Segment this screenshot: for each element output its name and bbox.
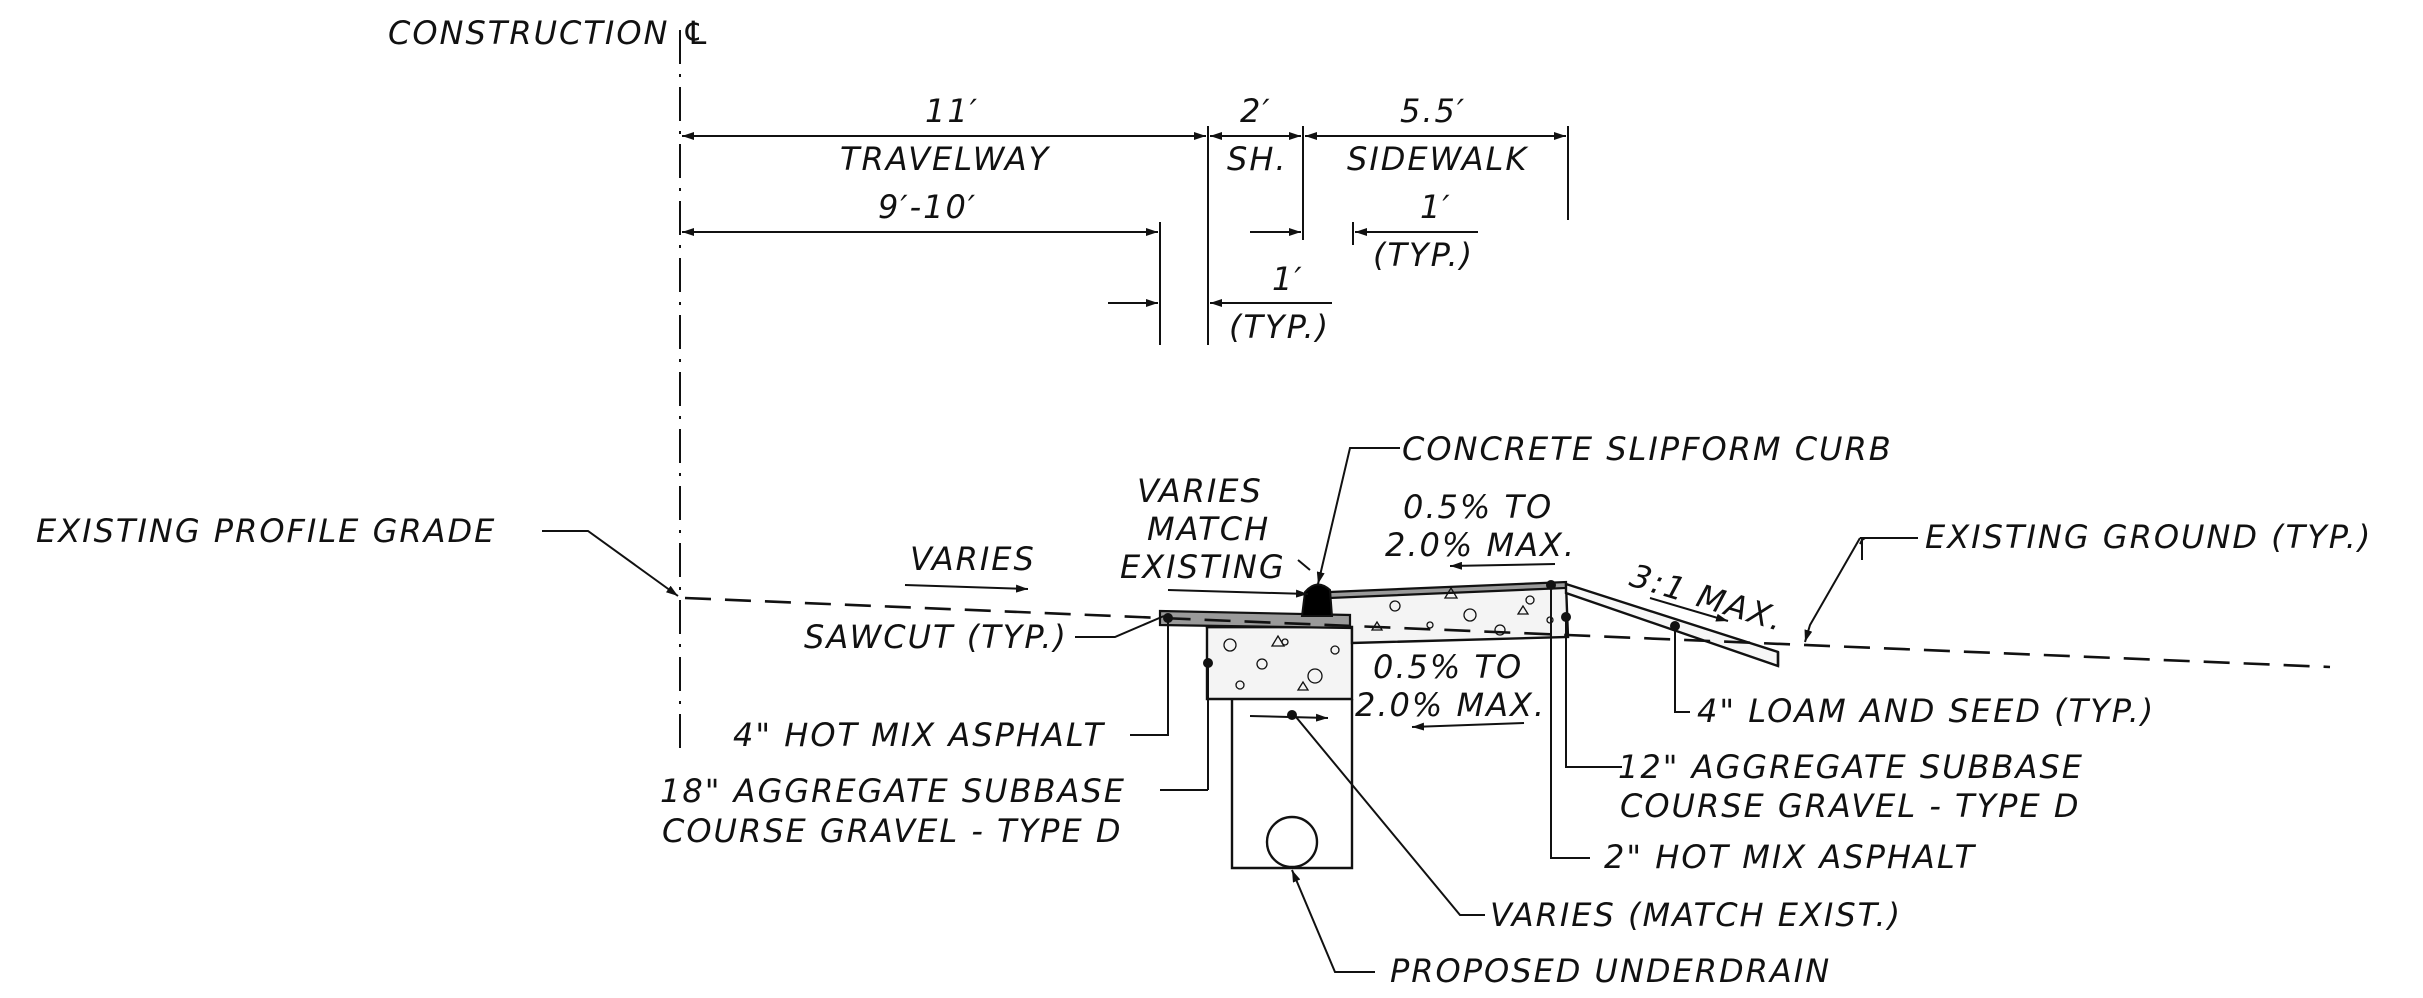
shoulder-offset-typ-label: (TYP.): [1229, 308, 1330, 346]
shoulder-dim-label: 2′: [1240, 92, 1272, 130]
existing-profile-grade-label: EXISTING PROFILE GRADE: [36, 512, 496, 550]
construction-centerline: CONSTRUCTION ℄: [388, 14, 712, 755]
aggregate-texture: [1223, 586, 1554, 691]
slope-arrows: [904, 561, 1729, 731]
sidewalk-label: SIDEWALK: [1347, 140, 1529, 178]
top-dimensions: 11′ TRAVELWAY 2′ SH. 5.5′ SIDEWALK 9′-10…: [682, 92, 1569, 346]
shoulder-label: SH.: [1227, 140, 1288, 178]
walk-slope-label-2: 2.0% MAX.: [1385, 526, 1576, 564]
varies-match-label-1: VARIES: [1137, 472, 1263, 510]
callout-labels: EXISTING PROFILE GRADE VARIES VARIES MAT…: [36, 430, 2372, 990]
sawcut-label: SAWCUT (TYP.): [804, 618, 1068, 656]
agg-18in-label-2: COURSE GRAVEL - TYPE D: [662, 812, 1122, 850]
varies-match-label-2: MATCH: [1147, 510, 1270, 548]
side-slope-label: 3:1 MAX.: [1626, 556, 1789, 639]
existing-grade-line: [684, 596, 2331, 669]
loam-seed-label: 4" LOAM AND SEED (TYP.): [1697, 692, 2155, 730]
agg-12in-label-2: COURSE GRAVEL - TYPE D: [1620, 787, 2080, 825]
hma-2in-label: 2" HOT MIX ASPHALT: [1604, 838, 1976, 876]
under-slope-label-2: 2.0% MAX.: [1355, 686, 1546, 724]
hma-4in-label: 4" HOT MIX ASPHALT: [733, 716, 1105, 754]
construction-cl-label: CONSTRUCTION ℄: [388, 14, 712, 52]
varies-label: VARIES: [910, 540, 1036, 578]
walk-slope-label-1: 0.5% TO: [1403, 488, 1553, 526]
concrete-curb: [1300, 583, 1334, 617]
concrete-curb-label: CONCRETE SLIPFORM CURB: [1402, 430, 1893, 468]
agg-12in-label-1: 12" AGGREGATE SUBBASE: [1618, 748, 2084, 786]
underdrain-label: PROPOSED UNDERDRAIN: [1390, 952, 1831, 990]
walk-offset-dim-label: 1′: [1420, 188, 1452, 226]
existing-ground-label: EXISTING GROUND (TYP.): [1925, 518, 2372, 556]
sidewalk-dim-label: 5.5′: [1400, 92, 1466, 130]
under-slope-label-1: 0.5% TO: [1373, 648, 1523, 686]
underdrain-pipe: [1265, 815, 1319, 869]
varies-match-label-3: EXISTING: [1120, 548, 1286, 586]
walk-offset-typ-label: (TYP.): [1373, 236, 1474, 274]
lane-dim-label: 9′-10′: [878, 188, 977, 226]
travelway-dim-label: 11′: [925, 92, 979, 130]
agg-18in-label-1: 18" AGGREGATE SUBBASE: [660, 772, 1126, 810]
shoulder-offset-dim-label: 1′: [1272, 260, 1304, 298]
callout-leaders: [542, 447, 1918, 973]
varies-match-exist-label: VARIES (MATCH EXIST.): [1490, 896, 1902, 934]
travelway-label: TRAVELWAY: [840, 140, 1051, 178]
